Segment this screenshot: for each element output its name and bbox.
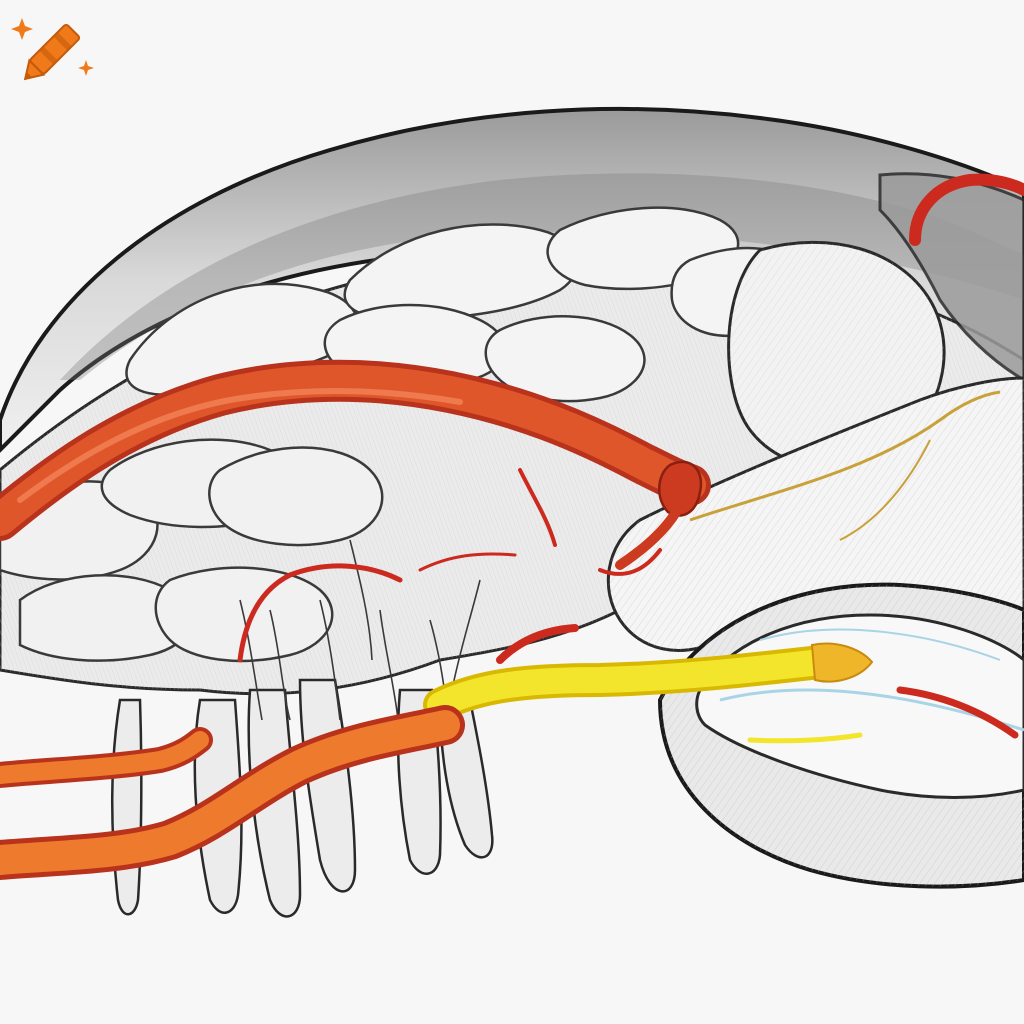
gyri-lower <box>0 438 384 663</box>
globe-red-vessel <box>896 686 1019 739</box>
small-red-vessels <box>237 468 662 664</box>
thin-gold-fiber <box>689 390 1001 522</box>
stem-hatch <box>608 378 1024 651</box>
optic-nerve-fill <box>427 649 833 718</box>
artery-descending-branch <box>615 500 685 570</box>
crayon-icon <box>11 18 94 81</box>
upper-right-red-vessel <box>909 173 1024 246</box>
sparkle-icon <box>11 18 33 40</box>
sparkle-icon-small <box>78 60 94 76</box>
cap-shading <box>60 173 1024 380</box>
globe-blue-line-2 <box>759 628 1001 661</box>
optic-nerve-end <box>810 642 874 683</box>
thin-gold-fiber-2 <box>839 439 931 541</box>
lower-artery-branch-fill <box>0 731 209 784</box>
artery-knot <box>658 460 703 517</box>
lower-artery-fill <box>0 710 460 875</box>
root-strands <box>239 539 481 721</box>
gyri-upper <box>125 206 804 403</box>
upper-artery-highlight <box>17 388 463 503</box>
crayon-body <box>23 23 81 81</box>
globe-yellow-line <box>747 732 863 744</box>
